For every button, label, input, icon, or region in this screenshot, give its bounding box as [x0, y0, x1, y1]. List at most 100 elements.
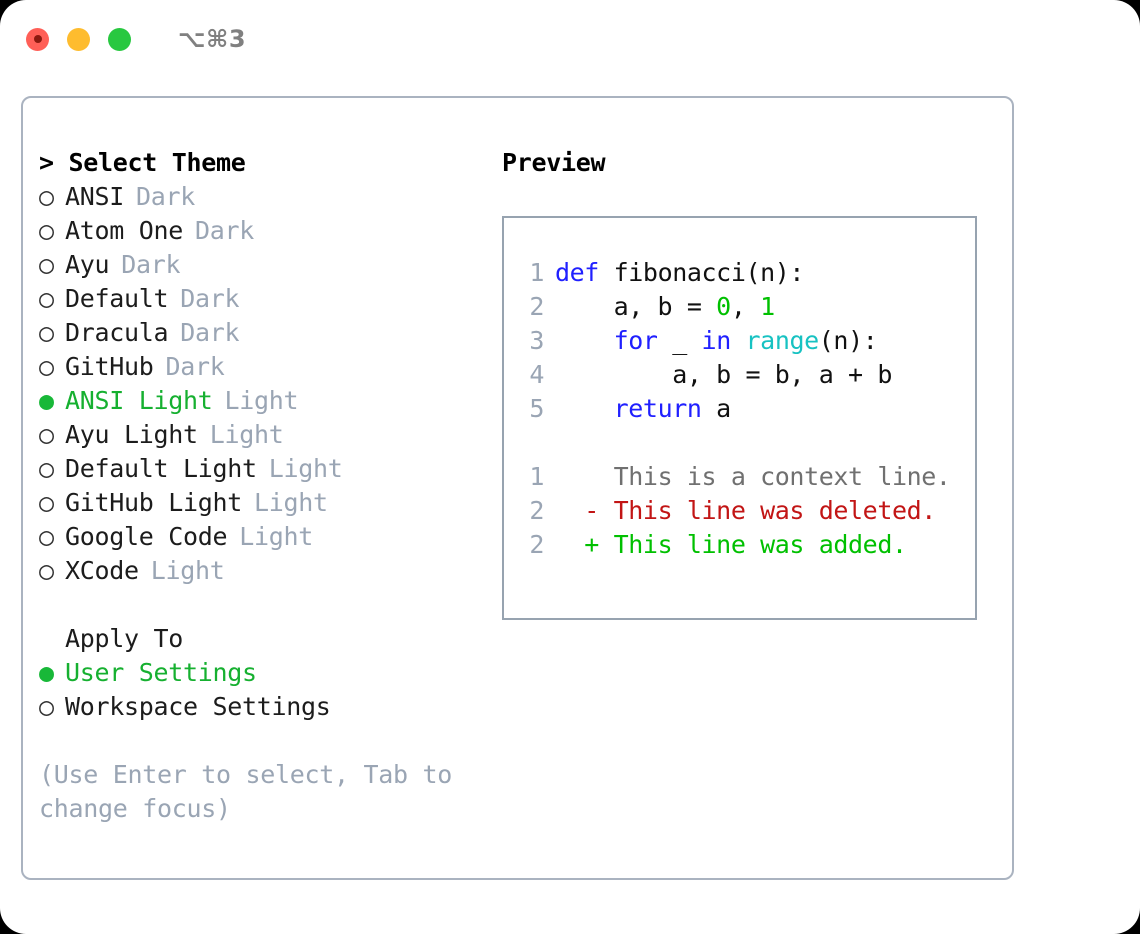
radio-selected-icon: ●: [39, 386, 54, 415]
code-line: 4 a, b = b, a + b: [518, 358, 971, 392]
theme-option-kind: Dark: [195, 216, 255, 245]
theme-option-kind: Dark: [180, 284, 240, 313]
theme-option-kind: Light: [254, 488, 328, 517]
radio-unselected-icon: ○: [39, 556, 54, 585]
page-title: > Select Theme: [39, 148, 246, 177]
code-gap: [518, 426, 971, 460]
theme-option-label: ANSI Light: [65, 386, 213, 415]
minimize-button[interactable]: [67, 27, 90, 51]
theme-option-label: XCode: [65, 556, 139, 585]
radio-unselected-icon: ○: [39, 250, 54, 279]
code-token: [555, 326, 614, 355]
radio-unselected-icon: ○: [39, 454, 54, 483]
radio-unselected-icon: ○: [39, 692, 54, 721]
close-icon: [33, 35, 42, 43]
code-token: def: [555, 258, 614, 287]
theme-option-default[interactable]: ○ Default Dark: [39, 282, 499, 316]
title-bar: ⌥⌘3: [0, 0, 1140, 78]
diff-line-text: This is a context line.: [613, 462, 951, 491]
code-token: _: [657, 326, 702, 355]
theme-option-label: Dracula: [65, 318, 169, 347]
theme-option-ayu-light[interactable]: ○ Ayu Light Light: [39, 418, 499, 452]
radio-unselected-icon: ○: [39, 352, 54, 381]
theme-option-label: Ayu Light: [65, 420, 198, 449]
line-number: 1: [529, 462, 544, 491]
theme-option-label: Default: [65, 284, 169, 313]
radio-unselected-icon: ○: [39, 318, 54, 347]
theme-option-default-light[interactable]: ○ Default Light Light: [39, 452, 499, 486]
theme-option-label: GitHub Light: [65, 488, 243, 517]
diff-line: 2 - This line was deleted.: [518, 494, 971, 528]
maximize-button[interactable]: [108, 27, 131, 51]
theme-option-label: GitHub: [65, 352, 154, 381]
code-line-text: return a: [555, 392, 732, 426]
line-number: 2: [529, 496, 544, 525]
line-number: 4: [529, 360, 544, 389]
line-number: 1: [529, 258, 544, 287]
theme-option-label: Google Code: [65, 522, 228, 551]
apply-to-list: ● User Settings ○Workspace Settings: [39, 656, 499, 724]
theme-option-label: Ayu: [65, 250, 110, 279]
code-token: (n):: [818, 326, 878, 355]
theme-option-dracula[interactable]: ○ Dracula Dark: [39, 316, 499, 350]
diff-marker: +: [555, 530, 614, 559]
diff-line: 2 + This line was added.: [518, 528, 971, 562]
close-button[interactable]: [26, 27, 49, 51]
code-token: ,: [730, 292, 761, 321]
line-number: 3: [529, 326, 544, 355]
theme-option-label: Default Light: [65, 454, 257, 483]
diff-line-text: This line was added.: [613, 530, 907, 559]
radio-unselected-icon: ○: [39, 522, 54, 551]
code-token: for: [613, 326, 658, 355]
apply-option-workspace-settings[interactable]: ○Workspace Settings: [39, 690, 499, 724]
apply-option-label: User Settings: [65, 658, 257, 687]
code-token: 0: [716, 292, 731, 321]
code-token: a, b = b, a + b: [555, 360, 892, 389]
code-line-text: a, b = 0, 1: [555, 290, 776, 324]
theme-option-github[interactable]: ○ GitHub Dark: [39, 350, 499, 384]
preview-title: Preview: [502, 148, 606, 177]
traffic-lights: [26, 27, 131, 51]
line-number: 2: [529, 530, 544, 559]
code-token: range: [745, 326, 820, 355]
theme-option-kind: Light: [268, 454, 343, 483]
line-number: 5: [529, 394, 544, 423]
theme-option-label: Atom One: [65, 216, 184, 245]
radio-unselected-icon: ○: [39, 284, 54, 313]
code-line: 2 a, b = 0, 1: [518, 290, 971, 324]
radio-unselected-icon: ○: [39, 420, 54, 449]
code-token: in: [701, 326, 732, 355]
theme-option-google-code[interactable]: ○ Google Code Light: [39, 520, 499, 554]
apply-option-user-settings[interactable]: ● User Settings: [39, 656, 499, 690]
code-token: [555, 394, 614, 423]
diff-marker: -: [555, 496, 614, 525]
code-token: return: [613, 394, 702, 423]
code-line: 3 for _ in range(n):: [518, 324, 971, 358]
diff-line: 1 This is a context line.: [518, 460, 971, 494]
diff-block: 1 This is a context line.2 - This line w…: [518, 460, 971, 562]
theme-option-xcode[interactable]: ○ XCode Light: [39, 554, 499, 588]
code-token: [731, 326, 746, 355]
code-line-text: a, b = b, a + b: [555, 358, 892, 392]
theme-option-kind: Dark: [165, 352, 225, 381]
radio-selected-icon: ●: [39, 658, 54, 687]
theme-option-kind: Light: [239, 522, 314, 551]
code-token: a: [701, 394, 731, 423]
theme-option-kind: Light: [209, 420, 284, 449]
theme-option-kind: Light: [150, 556, 225, 585]
theme-option-kind: Dark: [180, 318, 240, 347]
diff-marker: [555, 460, 614, 494]
apply-to-heading: Apply To: [65, 624, 184, 653]
